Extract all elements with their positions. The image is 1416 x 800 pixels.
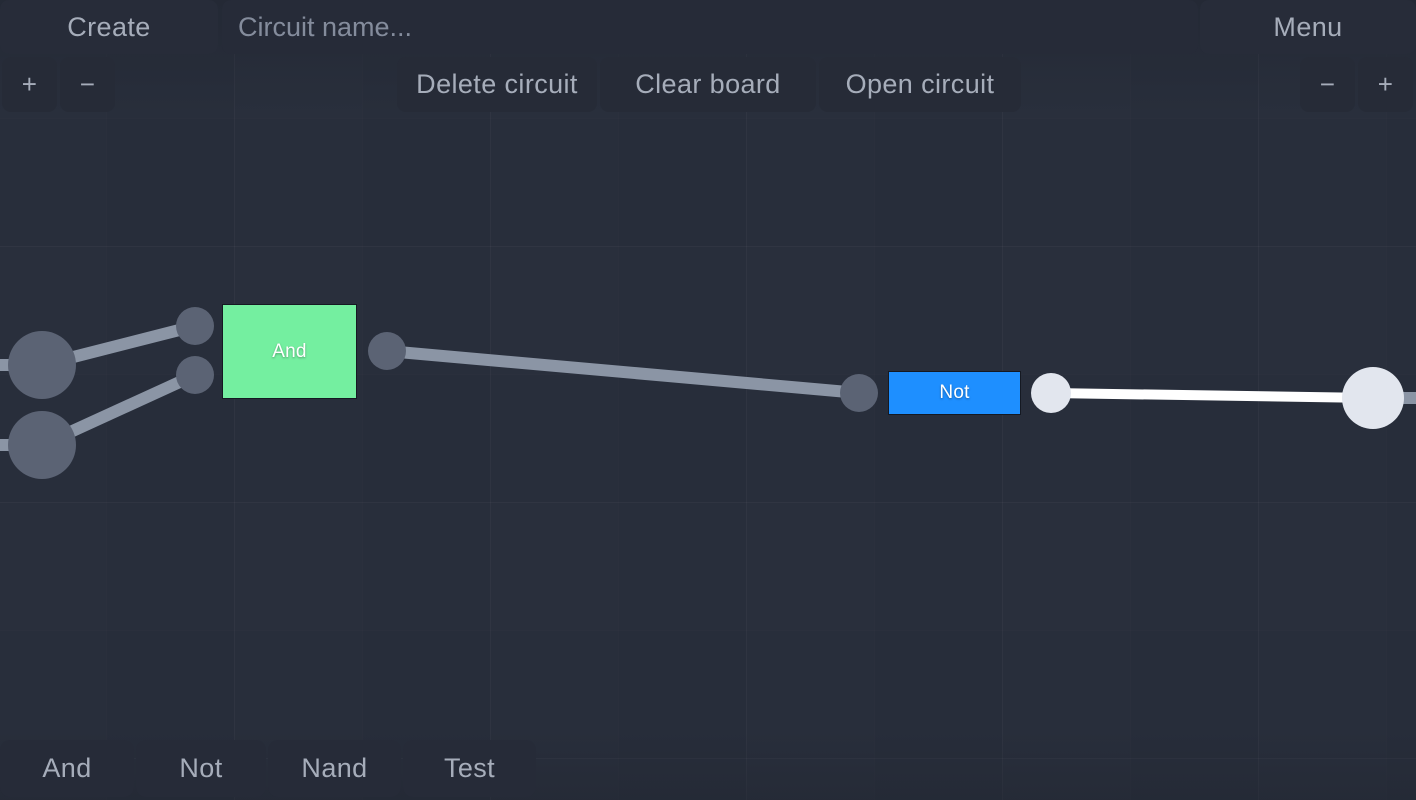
circuit-name-input[interactable] [222,0,1198,54]
input-node-b[interactable] [8,411,76,479]
palette-gate-and[interactable]: And [0,740,134,797]
clear-board-button[interactable]: Clear board [600,57,816,112]
gate-and-label: And [272,340,307,362]
gate-not-label: Not [939,382,970,403]
wire-not-out-to-output[interactable] [1050,388,1374,403]
zoom-in-button[interactable]: + [2,57,57,112]
delete-circuit-button[interactable]: Delete circuit [397,57,597,112]
palette-gate-test[interactable]: Test [403,740,536,797]
menu-button[interactable]: Menu [1200,0,1416,54]
node-layer [8,307,1404,479]
palette-gate-nand[interactable]: Nand [268,740,401,797]
palette-gate-not[interactable]: Not [136,740,266,797]
gate-and-input-pin-1[interactable] [176,356,214,394]
input-node-a[interactable] [8,331,76,399]
wire-and-out-to-not-in[interactable] [386,345,860,399]
scale-up-button[interactable]: + [1358,57,1413,112]
create-button[interactable]: Create [0,0,218,54]
gate-not-input-pin-0[interactable] [840,374,878,412]
output-node[interactable] [1342,367,1404,429]
gate-and-output-pin-0[interactable] [368,332,406,370]
zoom-out-button[interactable]: − [60,57,115,112]
wire-layer [0,320,1416,451]
gate-not-output-pin-0[interactable] [1031,373,1071,413]
gate-and-input-pin-0[interactable] [176,307,214,345]
gate-not[interactable]: Not [888,371,1021,415]
scale-down-button[interactable]: − [1300,57,1355,112]
gate-and[interactable]: And [222,304,357,399]
open-circuit-button[interactable]: Open circuit [819,57,1021,112]
